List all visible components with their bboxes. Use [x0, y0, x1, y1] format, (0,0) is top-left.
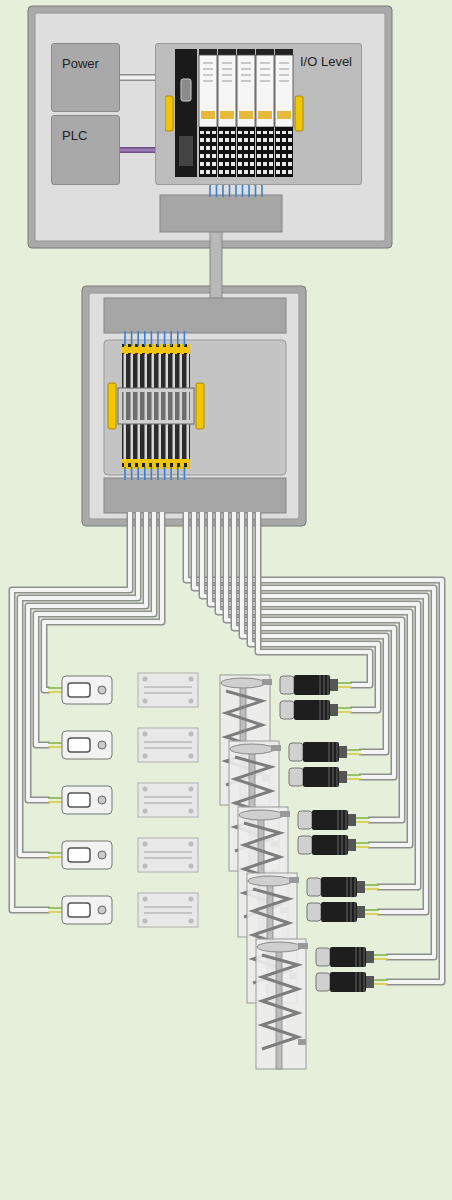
signal-wire: [157, 467, 159, 480]
cylindrical-sensor: [307, 902, 379, 922]
proximity-sensor: [48, 783, 198, 817]
connector-group: [120, 77, 155, 78]
signal-wire: [144, 467, 146, 480]
signal-wire: [151, 331, 153, 346]
signal-wire: [124, 467, 126, 480]
terminal-blocks: [108, 344, 204, 469]
signal-wire: [216, 185, 218, 197]
proximity-sensor: [48, 673, 198, 707]
signal-wire: [184, 467, 186, 480]
control-cabinet: [28, 6, 392, 248]
box-label: Power: [62, 56, 99, 72]
io-module-rack: [165, 41, 305, 183]
proximity-sensor: [48, 728, 198, 762]
cylindrical-sensor: [316, 972, 388, 992]
cylindrical-sensor: [307, 877, 379, 897]
cable-outline: [36, 512, 154, 745]
cylindrical-sensor: [289, 767, 361, 787]
cable-connector: [120, 76, 155, 80]
cylindrical-sensor: [289, 742, 361, 762]
cable-outline: [202, 512, 426, 912]
power-box: Power: [51, 43, 120, 112]
cylindrical-sensor: [280, 675, 352, 695]
connector-group: [120, 150, 155, 151]
signal-wire: [255, 185, 257, 197]
connector-outline: [120, 147, 155, 153]
cable: [36, 512, 154, 745]
cable-duct: [104, 298, 286, 333]
cable: [194, 512, 434, 957]
signal-wire: [229, 185, 231, 197]
proximity-sensor: [48, 838, 198, 872]
signal-wire: [137, 467, 139, 480]
signal-wire: [164, 331, 166, 346]
cylindrical-sensor: [298, 810, 370, 830]
conduit: [210, 230, 222, 300]
signal-wires: [125, 185, 262, 480]
cylindrical-sensor: [298, 835, 370, 855]
cylindrical-sensor: [280, 700, 352, 720]
signal-wire: [261, 185, 263, 197]
io-level-box: I/O Level: [155, 43, 362, 185]
signal-wire: [222, 185, 224, 197]
cable: [258, 512, 370, 685]
signal-wire: [164, 467, 166, 480]
signal-wire: [170, 331, 172, 346]
cable: [202, 512, 426, 912]
cable-outline: [194, 512, 434, 957]
signal-wire: [248, 185, 250, 197]
field-cables: [12, 512, 442, 982]
signal-wire: [184, 331, 186, 346]
cable-outline: [186, 512, 442, 982]
signal-wire: [177, 331, 179, 346]
cable-duct: [160, 195, 282, 232]
signal-wire: [242, 185, 244, 197]
signal-wire: [209, 185, 211, 197]
plc-box: PLC: [51, 115, 120, 185]
cable-duct: [104, 478, 286, 513]
connector-outline: [120, 74, 155, 81]
signal-wire: [144, 331, 146, 346]
signal-wire: [235, 185, 237, 197]
signal-wire: [137, 331, 139, 346]
box-label: I/O Level: [300, 54, 352, 70]
signal-wire: [124, 331, 126, 346]
cable-outline: [44, 512, 162, 690]
field-devices: [48, 673, 388, 1069]
cable-connector: [120, 149, 155, 152]
signal-wire: [177, 467, 179, 480]
cable-outline: [258, 512, 370, 685]
cable: [44, 512, 162, 690]
cylindrical-sensor: [316, 947, 388, 967]
signal-wire: [151, 467, 153, 480]
signal-wire: [131, 331, 133, 346]
proximity-sensor: [48, 893, 198, 927]
cable: [186, 512, 442, 982]
box-label: PLC: [62, 128, 87, 144]
junction-box: [82, 286, 306, 526]
signal-wire: [157, 331, 159, 346]
signal-wire: [170, 467, 172, 480]
signal-wire: [131, 467, 133, 480]
spring-actuator: [256, 939, 308, 1069]
